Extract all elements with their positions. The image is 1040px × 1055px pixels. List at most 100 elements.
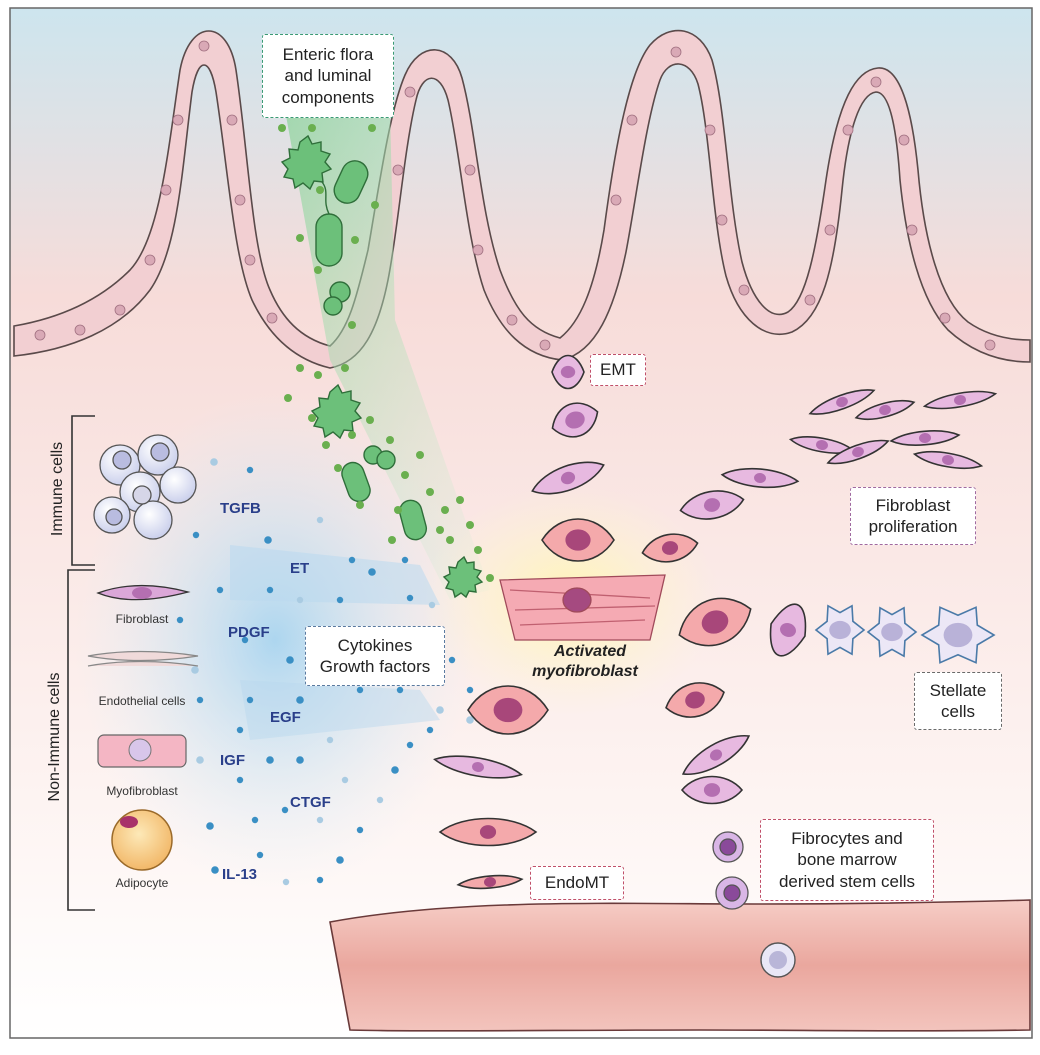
bacterium-rod-2: [315, 213, 343, 267]
bacterium-spiky-2: [310, 383, 363, 440]
cytokine-dot: [391, 766, 399, 774]
luminal-particle: [308, 124, 316, 132]
luminal-particle: [351, 236, 359, 244]
luminal-particle: [394, 506, 402, 514]
cytokine-dot: [206, 822, 214, 830]
cytokine-dot: [236, 726, 244, 734]
epithelial-nucleus: [464, 164, 476, 176]
cytokine-dot: [256, 851, 264, 859]
luminal-particle: [296, 364, 304, 372]
cytokine-dot: [236, 776, 244, 784]
cytokines-box: Cytokines Growth factors: [305, 626, 445, 686]
cytokine-dot: [281, 806, 289, 814]
cytokine-dot: [401, 556, 409, 564]
fibroblast-cell: [551, 402, 599, 438]
immune-cells-label: Immune cells: [49, 441, 66, 537]
cytokine-dot: [286, 656, 294, 664]
epithelial-nucleus: [898, 134, 910, 146]
epithelial-nucleus: [266, 312, 278, 324]
cytokine-dot: [466, 686, 474, 694]
myofibroblast-cell: [678, 597, 752, 647]
cytokine-dot: [210, 458, 218, 466]
epithelial-nucleus: [984, 339, 996, 351]
cytokine-dot: [216, 586, 224, 594]
epithelial-nucleus: [506, 314, 518, 326]
legend-adipocyte-shape: [111, 809, 173, 871]
cytokine-dot: [436, 706, 444, 714]
luminal-particle: [308, 414, 316, 422]
cytokine-dot: [316, 516, 324, 524]
cytokine-dot: [376, 796, 384, 804]
epithelial-nucleus: [842, 124, 854, 136]
epithelial-nucleus: [704, 124, 716, 136]
emt-box: EMT: [590, 354, 646, 386]
epithelial-nucleus: [472, 244, 484, 256]
cyto-pdgf: PDGF: [228, 624, 270, 641]
epithelial-nucleus: [404, 86, 416, 98]
legend-fibroblast-label: Fibroblast: [115, 612, 169, 626]
legend-adipocyte-label: Adipocyte: [115, 876, 169, 890]
luminal-particle: [334, 464, 342, 472]
luminal-particle: [436, 526, 444, 534]
epithelial-nucleus: [160, 184, 172, 196]
epithelial-nucleus: [244, 254, 256, 266]
cytokine-dot: [348, 556, 356, 564]
epithelial-nucleus: [626, 114, 638, 126]
cytokine-dot: [448, 656, 456, 664]
epithelial-nucleus: [172, 114, 184, 126]
cytokine-dot: [191, 666, 199, 674]
cytokine-dot: [396, 686, 404, 694]
myofibroblast-cell: [641, 533, 699, 563]
fibroblast-cell: [889, 430, 961, 446]
epithelial-nucleus: [824, 224, 836, 236]
luminal-particle: [348, 321, 356, 329]
luminal-particle: [446, 536, 454, 544]
blood-vessel: [329, 899, 1031, 1032]
cytokine-dot: [196, 756, 204, 764]
epithelial-nucleus: [392, 164, 404, 176]
epithelial-nucleus: [738, 284, 750, 296]
luminal-particle: [366, 416, 374, 424]
cytokine-dot: [341, 776, 349, 784]
fibroblast-cell: [826, 439, 890, 465]
epithelial-nucleus: [670, 46, 682, 58]
cytokine-dot: [316, 876, 324, 884]
luminal-particle: [322, 441, 330, 449]
luminal-particle: [441, 506, 449, 514]
non-immune-bracket: [67, 569, 95, 911]
stellate-cell: [866, 606, 918, 658]
fibrocytes-box: Fibrocytes and bone marrow derived stem …: [760, 819, 934, 901]
bacterium-spiky-3: [442, 555, 484, 599]
luminal-particle: [316, 186, 324, 194]
fibroblast-cell: [680, 775, 744, 805]
epithelial-nucleus: [539, 339, 551, 351]
cytokine-dot: [266, 586, 274, 594]
fibroblast-cell: [720, 467, 800, 489]
bacterium-coccus-2: [323, 296, 343, 316]
cytokine-dot: [356, 826, 364, 834]
luminal-particle: [466, 521, 474, 529]
cytokine-dot: [326, 736, 334, 744]
cytokine-dot: [251, 816, 259, 824]
luminal-particle: [348, 431, 356, 439]
immune-bracket: [71, 415, 95, 566]
fibrocytes: [712, 831, 749, 910]
cyto-tgfb: TGFB: [220, 500, 261, 517]
cytokine-dot: [176, 616, 184, 624]
luminal-particle: [388, 536, 396, 544]
cytokine-dot: [246, 466, 254, 474]
luminal-particle: [371, 201, 379, 209]
fibroblast-proliferation-box: Fibroblast proliferation: [850, 487, 976, 545]
fibroblast-cell: [922, 390, 998, 410]
cell-population: [433, 354, 998, 890]
activated-label-line2: myofibroblast: [532, 663, 638, 680]
fibroblast-cell: [551, 354, 585, 390]
luminal-particle: [296, 234, 304, 242]
luminal-particle: [474, 546, 482, 554]
stellate-cells-box: Stellate cells: [914, 672, 1002, 730]
luminal-particle: [356, 501, 364, 509]
fibroblast-cell: [854, 400, 916, 420]
epithelial-nucleus: [144, 254, 156, 266]
bacterium-coccus-4: [376, 450, 396, 470]
epithelial-nucleus: [906, 224, 918, 236]
